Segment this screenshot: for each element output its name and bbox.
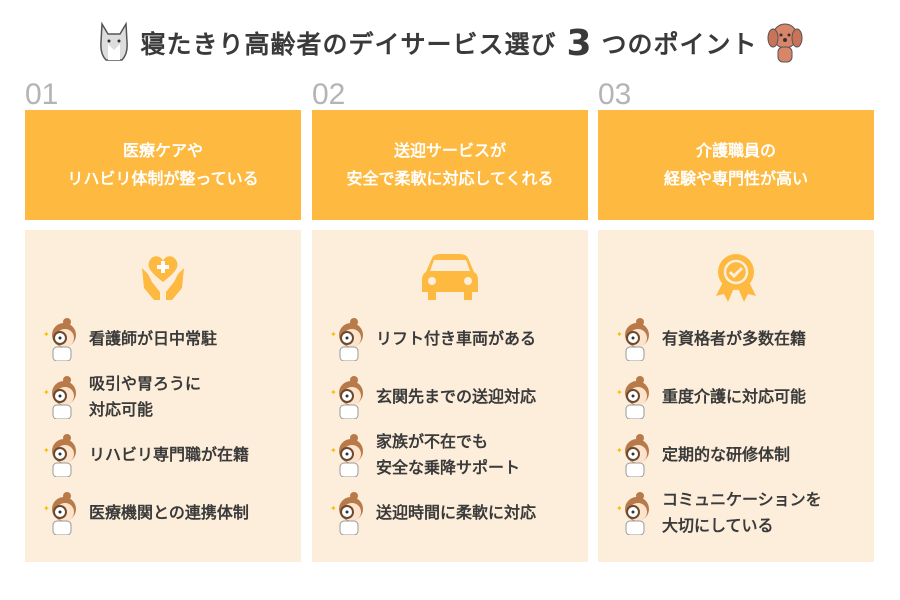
list-item-text: 看護師が日中常駐 bbox=[89, 329, 218, 348]
point-number: 03 bbox=[598, 78, 632, 111]
car-icon bbox=[420, 252, 480, 306]
list-item: ✦ リハビリ専門職が在籍 bbox=[43, 426, 297, 484]
nurse-illustration-icon: ✦ bbox=[616, 492, 649, 535]
page-title: 寝たきり高齢者のデイサービス選び 3 つのポイント bbox=[0, 18, 900, 68]
list-item-text: 有資格者が多数在籍 bbox=[662, 329, 807, 348]
title-main: 寝たきり高齢者のデイサービス選び bbox=[140, 30, 557, 59]
svg-text:✦: ✦ bbox=[616, 446, 623, 455]
list-item-text: 医療機関との連携体制 bbox=[89, 503, 249, 522]
nurse-illustration-icon: ✦ bbox=[43, 318, 76, 361]
list-item: ✦ 定期的な研修体制 bbox=[616, 426, 870, 484]
svg-text:✦: ✦ bbox=[43, 504, 50, 513]
svg-text:✦: ✦ bbox=[330, 504, 337, 513]
list-item-text: 定期的な研修体制 bbox=[662, 445, 791, 464]
nurse-illustration-icon: ✦ bbox=[616, 318, 649, 361]
svg-text:✦: ✦ bbox=[616, 504, 623, 513]
list-item: ✦ 医療機関との連携体制 bbox=[43, 484, 297, 542]
svg-text:✦: ✦ bbox=[43, 446, 50, 455]
point-number: 02 bbox=[312, 78, 346, 111]
heading-line-1: 送迎サービスが bbox=[393, 141, 506, 160]
point-heading: 医療ケアや リハビリ体制が整っている bbox=[25, 110, 301, 220]
nurse-illustration-icon: ✦ bbox=[330, 434, 363, 477]
nurse-illustration-icon: ✦ bbox=[616, 376, 649, 419]
point-heading: 介護職員の 経験や専門性が高い bbox=[598, 110, 874, 220]
point-number: 01 bbox=[25, 78, 59, 111]
list-item-text: 家族が不在でも 安全な乗降サポート bbox=[376, 432, 521, 477]
svg-text:✦: ✦ bbox=[330, 388, 337, 397]
point-column: 03 介護職員の 経験や専門性が高い ✦有資格者が多数在籍✦重度介護に対応可能✦… bbox=[598, 80, 874, 562]
point-column: 02 送迎サービスが 安全で柔軟に対応してくれる ✦ リフト付き車両がある ✦ 玄関先… bbox=[312, 80, 588, 562]
list-item-text: 重度介護に対応可能 bbox=[662, 387, 807, 406]
point-heading: 送迎サービスが 安全で柔軟に対応してくれる bbox=[312, 110, 588, 220]
nurse-illustration-icon: ✦ bbox=[43, 376, 76, 419]
list-item: ✦ 有資格者が多数在籍 bbox=[616, 310, 870, 368]
point-column: 01 医療ケアや リハビリ体制が整っている ✦ 看護師が日中常駐 ✦ 吸引や胃ろうに … bbox=[25, 80, 301, 562]
nurse-illustration-icon: ✦ bbox=[43, 434, 76, 477]
nurse-illustration-icon: ✦ bbox=[330, 492, 363, 535]
dog-illustration-icon bbox=[767, 23, 803, 63]
point-details: ✦ 有資格者が多数在籍 ✦ 重度介護に対応可能 ✦ 定期的な研修体制 ✦ コミュニケーションを… bbox=[598, 230, 874, 562]
svg-text:✦: ✦ bbox=[616, 388, 623, 397]
point-list: ✦ 有資格者が多数在籍 ✦ 重度介護に対応可能 ✦ 定期的な研修体制 ✦ コミュニケーションを… bbox=[616, 310, 870, 542]
heading-line-1: 介護職員の bbox=[695, 141, 776, 160]
point-details: ✦ リフト付き車両がある ✦ 玄関先までの送迎対応 ✦ 家族が不在でも 安全な乗降サポート… bbox=[312, 230, 588, 562]
list-item: ✦ 玄関先までの送迎対応 bbox=[330, 368, 584, 426]
list-item: ✦ 看護師が日中常駐 bbox=[43, 310, 297, 368]
heading-line-2: リハビリ体制が整っている bbox=[67, 169, 259, 188]
nurse-illustration-icon: ✦ bbox=[330, 318, 363, 361]
heading-line-2: 安全で柔軟に対応してくれる bbox=[346, 169, 554, 188]
list-item: ✦ 吸引や胃ろうに 対応可能 bbox=[43, 368, 297, 426]
svg-text:✦: ✦ bbox=[43, 330, 50, 339]
title-tail: つのポイント bbox=[601, 30, 758, 59]
list-item-text: リハビリ専門職が在籍 bbox=[89, 445, 250, 464]
svg-text:✦: ✦ bbox=[616, 330, 623, 339]
list-item: ✦ 送迎時間に柔軟に対応 bbox=[330, 484, 584, 542]
heading-line-2: 経験や専門性が高い bbox=[663, 169, 808, 188]
heading-line-1: 医療ケアや bbox=[122, 141, 203, 160]
svg-text:✦: ✦ bbox=[330, 330, 337, 339]
title-number: 3 bbox=[566, 22, 592, 64]
cat-illustration-icon bbox=[100, 21, 129, 61]
point-list: ✦ 看護師が日中常駐 ✦ 吸引や胃ろうに 対応可能 ✦ リハビリ専門職が在籍 ✦ 医療機関との… bbox=[43, 310, 297, 542]
list-item-text: 玄関先までの送迎対応 bbox=[376, 387, 537, 406]
list-item: ✦ リフト付き車両がある bbox=[330, 310, 584, 368]
award-badge-icon bbox=[714, 252, 758, 308]
nurse-illustration-icon: ✦ bbox=[330, 376, 363, 419]
point-details: ✦ 看護師が日中常駐 ✦ 吸引や胃ろうに 対応可能 ✦ リハビリ専門職が在籍 ✦ 医療機関との… bbox=[25, 230, 301, 562]
list-item: ✦ 重度介護に対応可能 bbox=[616, 368, 870, 426]
point-list: ✦ リフト付き車両がある ✦ 玄関先までの送迎対応 ✦ 家族が不在でも 安全な乗降サポート… bbox=[330, 310, 584, 542]
list-item-text: リフト付き車両がある bbox=[376, 329, 537, 348]
svg-text:✦: ✦ bbox=[330, 446, 337, 455]
list-item-text: 吸引や胃ろうに 対応可能 bbox=[89, 374, 202, 419]
list-item-text: 送迎時間に柔軟に対応 bbox=[376, 503, 537, 522]
nurse-illustration-icon: ✦ bbox=[616, 434, 649, 477]
svg-text:✦: ✦ bbox=[43, 388, 50, 397]
list-item-text: コミュニケーションを 大切にしている bbox=[662, 490, 822, 535]
nurse-illustration-icon: ✦ bbox=[43, 492, 76, 535]
heart-hands-icon bbox=[140, 252, 186, 306]
list-item: ✦ 家族が不在でも 安全な乗降サポート bbox=[330, 426, 584, 484]
list-item: ✦ コミュニケーションを 大切にしている bbox=[616, 484, 870, 542]
